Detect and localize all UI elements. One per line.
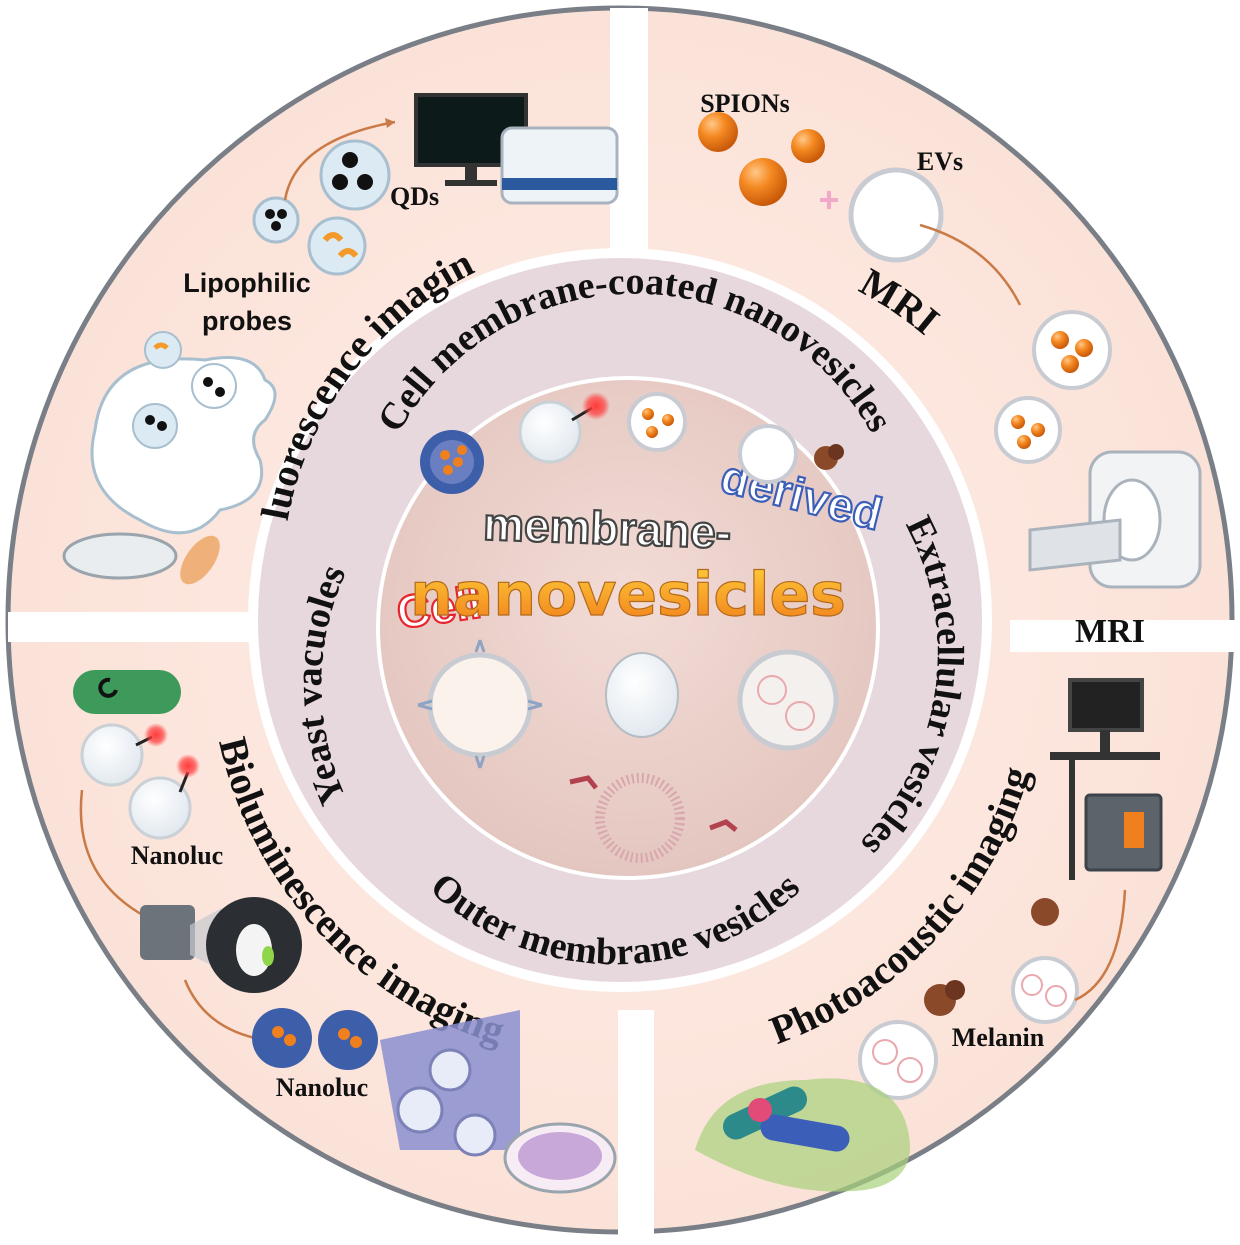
title-word-membrane: membrane- [482, 498, 732, 559]
imaging-system-icon [500, 126, 619, 205]
center-disc [376, 376, 880, 880]
nanovesicle-icon [605, 652, 679, 738]
yeast-vacuole-icon [427, 652, 533, 758]
spion-loaded-vesicle-icon [627, 392, 687, 452]
melanin-icon [1031, 898, 1059, 926]
mri-right-label: MRI [1075, 613, 1145, 650]
divider-bottom [618, 1010, 654, 1235]
nanoluc-top-label: Nanoluc [131, 841, 223, 870]
title-word-nanovesicles: nanovesicles [410, 560, 846, 630]
lipophilic-label-1: Lipophilic [183, 268, 311, 298]
mri-quadrant [698, 112, 1202, 589]
bacteria-icon [73, 670, 181, 714]
lipophilic-label-2: probes [202, 306, 292, 336]
melanin-label: Melanin [952, 1023, 1045, 1052]
spion-icon [698, 112, 738, 152]
bioluminescence-quadrant [73, 670, 617, 1194]
nanoluc-vesicle-icon [80, 723, 144, 787]
divider-left [8, 612, 258, 642]
camera-icon [140, 905, 195, 960]
ev-icon [848, 167, 944, 263]
fluorescence-quadrant [62, 93, 619, 585]
pa-system-icon [1084, 793, 1163, 872]
title-word-cell: Cell [393, 575, 484, 638]
outer-membrane-vesicle-icon [595, 773, 685, 863]
divider-right [1010, 620, 1235, 652]
petri-dish-icon [62, 532, 178, 580]
photoacoustic-quadrant [695, 678, 1163, 1192]
nanoluc-bottom-label: Nanoluc [276, 1073, 368, 1102]
lipophilic-probe-vesicle-icon [307, 216, 367, 276]
bioluminescent-vesicle-icon [518, 400, 582, 464]
qd-vesicle-icon [319, 139, 391, 211]
spions-label: SPIONs [700, 89, 790, 118]
extracellular-vesicle-icon [737, 649, 839, 751]
pa-monitor-icon [1068, 678, 1144, 732]
middle-ring-icons [420, 392, 844, 494]
evs-label: EVs [917, 147, 963, 176]
center-vesicles [417, 639, 839, 863]
melanin-vesicle-icon [738, 424, 798, 484]
qds-label: QDs [390, 182, 439, 211]
